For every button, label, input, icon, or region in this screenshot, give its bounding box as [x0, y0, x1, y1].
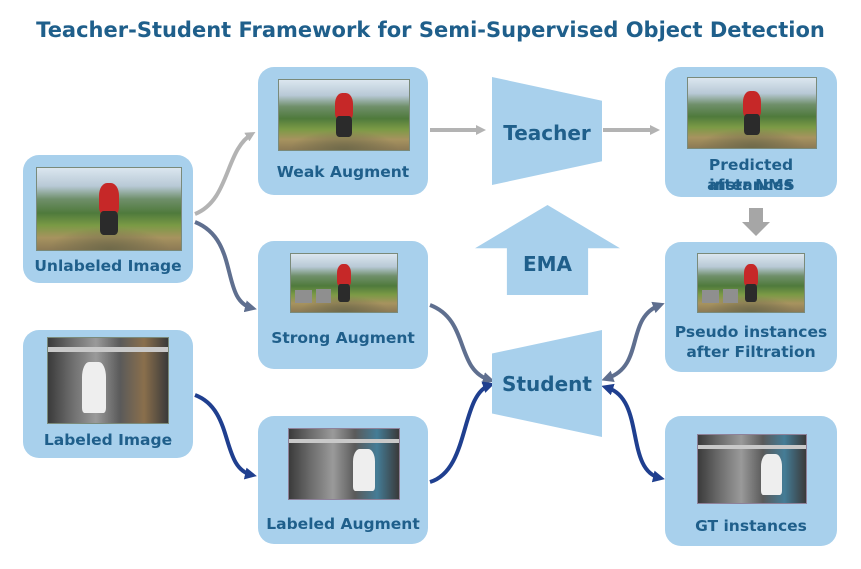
arrow-strong-to-student: [429, 303, 495, 384]
unlabeled-image-label: Unlabeled Image: [34, 257, 182, 275]
arrow-augment-to-student: [429, 381, 495, 484]
predicted-instances-node: Predicted instances after NMS: [665, 67, 837, 197]
labeled-augment-label: Labeled Augment: [266, 515, 420, 533]
predicted-instances-label-line2: after NMS: [707, 176, 795, 194]
labeled-augment-node: Labeled Augment: [258, 416, 428, 544]
gt-instances-thumbnail: [697, 434, 807, 504]
strong-augment-thumbnail: [290, 253, 398, 313]
gt-instances-label: GT instances: [695, 517, 807, 535]
arrow-unlabeled-to-strong: [194, 220, 257, 313]
labeled-image-thumbnail: [47, 337, 169, 424]
pseudo-instances-node: Pseudo instances after Filtration: [665, 242, 837, 372]
strong-augment-node: Strong Augment: [258, 241, 428, 369]
ema-label: EMA: [522, 252, 573, 276]
weak-augment-label: Weak Augment: [276, 163, 410, 181]
weak-augment-thumbnail: [278, 79, 410, 151]
labeled-image-label: Labeled Image: [43, 431, 173, 449]
teacher-label: Teacher: [503, 121, 591, 145]
predicted-instances-thumbnail: [687, 77, 817, 149]
unlabeled-image-thumbnail: [36, 167, 182, 251]
student-label: Student: [502, 372, 592, 396]
labeled-image-node: Labeled Image: [23, 330, 193, 458]
arrow-predicted-to-pseudo: [742, 208, 770, 236]
unlabeled-image-node: Unlabeled Image: [23, 155, 193, 283]
pseudo-instances-label-line2: after Filtration: [686, 343, 816, 361]
pseudo-instances-thumbnail: [697, 253, 805, 313]
gt-instances-node: GT instances: [665, 416, 837, 546]
arrow-student-gt: [601, 383, 665, 483]
diagram-title: Teacher-Student Framework for Semi-Super…: [36, 18, 825, 42]
strong-augment-label: Strong Augment: [271, 329, 415, 347]
arrow-student-pseudo: [601, 301, 665, 382]
arrow-labeled-to-augment: [194, 393, 257, 480]
predicted-instances-label-line1: Predicted instances: [708, 156, 794, 194]
arrow-unlabeled-to-weak: [194, 131, 256, 216]
weak-augment-node: Weak Augment: [258, 67, 428, 195]
pseudo-instances-label-line1: Pseudo instances: [674, 323, 828, 341]
labeled-augment-thumbnail: [288, 428, 400, 500]
